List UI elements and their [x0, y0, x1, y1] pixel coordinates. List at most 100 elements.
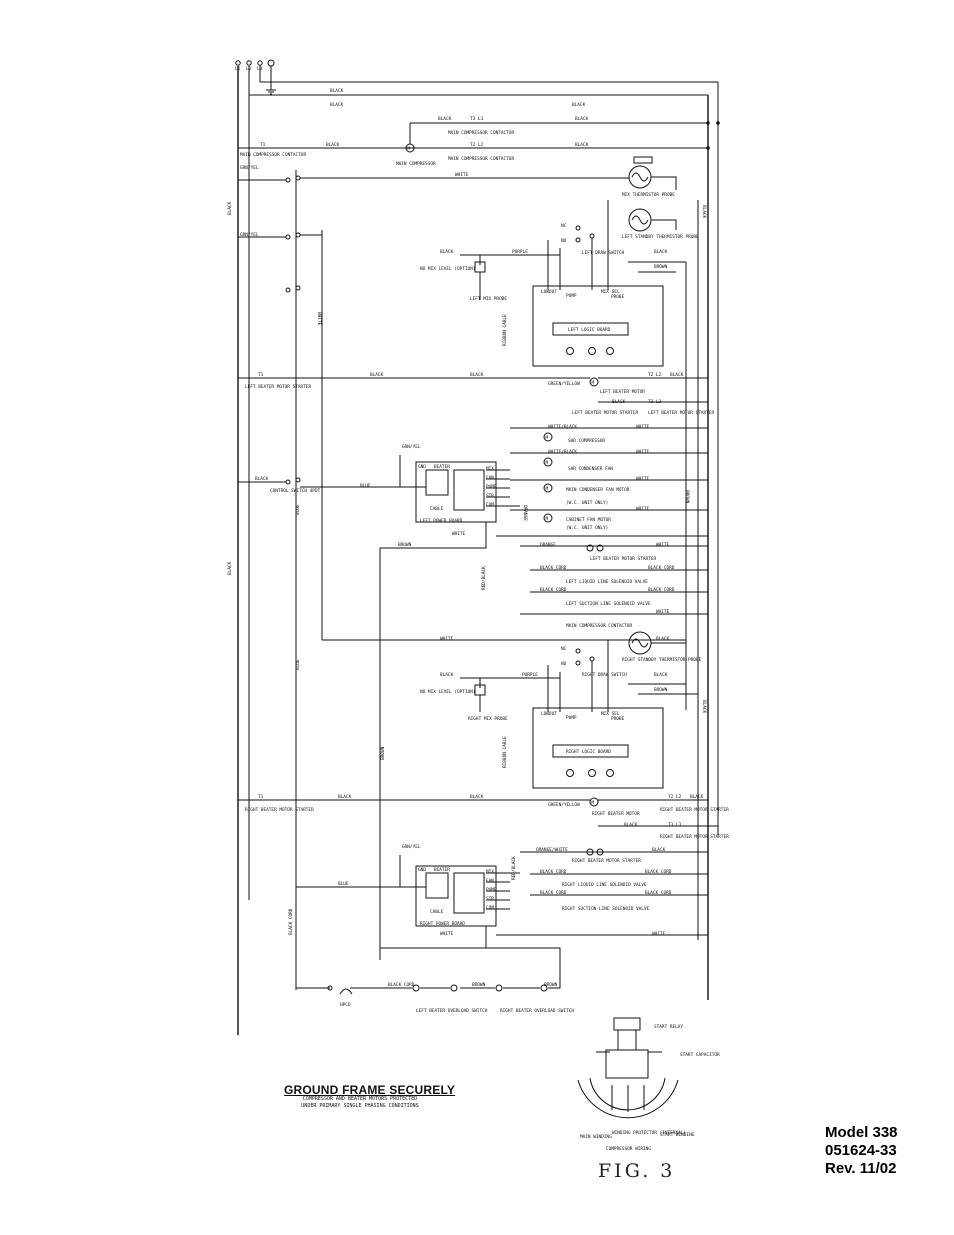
wire-label-black: BLACK: [370, 372, 384, 378]
wire-label-brown: BROWN: [654, 264, 668, 270]
wire-label-red-black: RED/BLACK: [511, 856, 517, 880]
no-mix-level-label: NO MIX LEVEL (OPTION): [420, 266, 476, 272]
mix-thermistor-probe: MIX THERMISTOR PROBE: [610, 156, 677, 198]
wire-label-blue: BLUE: [338, 881, 349, 887]
wire-label-black: BLACK: [654, 249, 668, 255]
wire-label-white: WHITE: [440, 931, 454, 937]
pump-label: PUMP: [566, 715, 577, 721]
wire-label-purple: PURPLE: [522, 672, 538, 678]
str-terminal-label: STR: [486, 896, 494, 902]
svg-text:M: M: [546, 486, 549, 492]
shr-condenser-fan-icon: [543, 457, 553, 467]
nc-label: NC: [561, 646, 567, 652]
left-standby-thermistor-probe: LEFT STANDBY THERMISTOR PROBE: [622, 208, 699, 240]
revision-date: Rev. 11/02: [825, 1160, 897, 1177]
right-draw-switch-label: RIGHT DRAW SWITCH: [582, 672, 627, 678]
main-compressor-contactor-label: MAIN COMPRESSOR CONTACTOR: [566, 623, 632, 629]
com-terminal-label: COM: [486, 905, 494, 911]
wire-label-black: BLACK: [470, 794, 484, 800]
wire-label-black: BLACK: [470, 372, 484, 378]
wire-label-black: BLACK: [572, 102, 586, 108]
wire-label-black: BLACK: [440, 672, 454, 678]
wire-label-t1: T1: [258, 794, 264, 800]
right-beater-motor-icon: [589, 797, 599, 807]
left-component-rows: T1 LEFT BEATER MOTOR STARTER BLACK BLACK…: [238, 372, 714, 642]
wire-label-black-cord: BLACK CORD: [288, 908, 294, 935]
wire-label-white-black: WHITE/BLACK: [548, 449, 577, 455]
main-condenser-fan-motor-label: MAIN CONDENSER FAN MOTOR: [566, 487, 630, 493]
ribbon-cable-label: RIBBON CABLE: [502, 314, 508, 346]
wire-label-black-cord: BLACK CORD: [540, 587, 567, 593]
lowout-label: LOWOUT: [541, 711, 557, 717]
right-logic-board-label: RIGHT LOGIC BOARD: [566, 749, 611, 755]
main-compressor-label: MAIN COMPRESSOR: [396, 161, 436, 167]
wire-label-black: BLACK: [654, 672, 668, 678]
left-logic-section: NC NO LEFT DRAW SWITCH BLACK PURPLE NO M…: [420, 200, 686, 367]
svg-text:M: M: [592, 380, 595, 386]
no-label: NO: [561, 238, 567, 244]
wire-label-black: BLACK: [255, 476, 269, 482]
left-beater-motor-icon: [589, 377, 599, 387]
start-relay-label: START RELAY: [654, 1024, 683, 1030]
wc-unit-only-label: (W.C. UNIT ONLY): [566, 525, 608, 531]
wire-label-t3: T3 L3: [668, 822, 682, 828]
mix-thermistor-label: MIX THERMISTOR PROBE: [622, 192, 675, 198]
lowout-label: LOWOUT: [541, 289, 557, 295]
control-switch-label: CONTROL SWITCH 4PDT: [270, 488, 321, 494]
gnd-label: GND: [418, 867, 426, 873]
wire-label-green-yellow: GREEN/YELLOW: [548, 802, 580, 808]
wire-label-brown: BROWN: [398, 542, 412, 548]
wire-label-black-cord: BLACK CORD: [388, 982, 415, 988]
wire-label-t1: T1: [260, 142, 266, 148]
wire-label-brown: BROWN: [684, 490, 690, 504]
part-number: 051624-33: [825, 1142, 897, 1159]
left-logic-board: [532, 285, 664, 367]
left-logic-board-label: LEFT LOGIC BOARD: [568, 327, 611, 333]
wire-label-white: WHITE: [652, 931, 666, 937]
wire-label-blue: BLUE: [295, 504, 301, 515]
left-beater-motor-label: LEFT BEATER MOTOR: [600, 389, 645, 395]
right-component-rows: T1 RIGHT BEATER MOTOR STARTER BLACK BLAC…: [238, 746, 729, 937]
wire-label-brown: BROWN: [380, 746, 386, 760]
wire-label-black: BLACK: [612, 399, 626, 405]
wire-label-black: BLACK: [701, 205, 707, 219]
wire-label-black: BLACK: [624, 822, 638, 828]
wire-label-brown: BROWN: [544, 982, 558, 988]
wire-label-black-cord: BLACK CORD: [540, 565, 567, 571]
wire-label-black: BLACK: [575, 142, 589, 148]
com-terminal-label: COM: [486, 502, 494, 508]
wire-label-purple: PURPLE: [512, 249, 528, 255]
left-liquid-valve-label: LEFT LIQUID LINE SOLENOID VALVE: [566, 579, 648, 585]
model-number: Model 338: [825, 1124, 898, 1141]
wire-label-blue: BLUE: [360, 483, 371, 489]
main-compressor-contactor-label: MAIN COMPRESSOR CONTACTOR: [240, 152, 306, 158]
wire-label-t3: T3 L3: [648, 399, 662, 405]
wire-label-black: BLACK: [438, 116, 452, 122]
wire-label-black: BLACK: [575, 116, 589, 122]
nc-label: NC: [561, 223, 567, 229]
shr-compressor-label: SHR COMPRESSOR: [568, 438, 605, 444]
cable-label: CABLE: [430, 909, 444, 915]
wire-label-black: BLACK: [227, 561, 233, 575]
left-draw-switch-label: LEFT DRAW SWITCH: [582, 250, 625, 256]
mix-terminal-label: MIX: [486, 869, 494, 875]
right-power-board: GRN/YEL GND BEATER MIX FAN PUMP STR COM …: [296, 844, 520, 949]
note-line-1: COMPRESSOR AND BEATER MOTORS PROTECTED: [302, 1096, 418, 1102]
left-beater-motor-starter-label: LEFT BEATER MOTOR STARTER: [590, 556, 656, 562]
wire-label-t1: T1: [258, 372, 264, 378]
wire-label-black-cord: BLACK CORD: [540, 869, 567, 875]
mix-terminal-label: MIX: [486, 466, 494, 472]
right-standby-thermistor-label: RIGHT STANDBY THERMISTOR PROBE: [622, 657, 702, 663]
single-phasing-note: COMPRESSOR AND BEATER MOTORS PROTECTED U…: [290, 1096, 430, 1109]
right-mix-probe-label: RIGHT MIX PROBE: [468, 716, 508, 722]
wire-label-grn-yel: GRN/YEL: [240, 165, 259, 171]
shr-condenser-fan-label: SHR CONDENSER FAN: [568, 466, 613, 472]
wire-label-blue: BLUE: [295, 659, 301, 670]
wire-label-t2: T2 L2: [648, 372, 662, 378]
probe-label: PROBE: [611, 294, 625, 300]
left-power-board-label: LEFT POWER BOARD: [420, 518, 463, 524]
wire-label-black: BLACK: [656, 636, 670, 642]
no-mix-level-label: NO MIX LEVEL (OPTION): [420, 689, 476, 695]
wire-label-black-cord: BLACK CORD: [645, 890, 672, 896]
wire-label-black: BLACK: [440, 249, 454, 255]
